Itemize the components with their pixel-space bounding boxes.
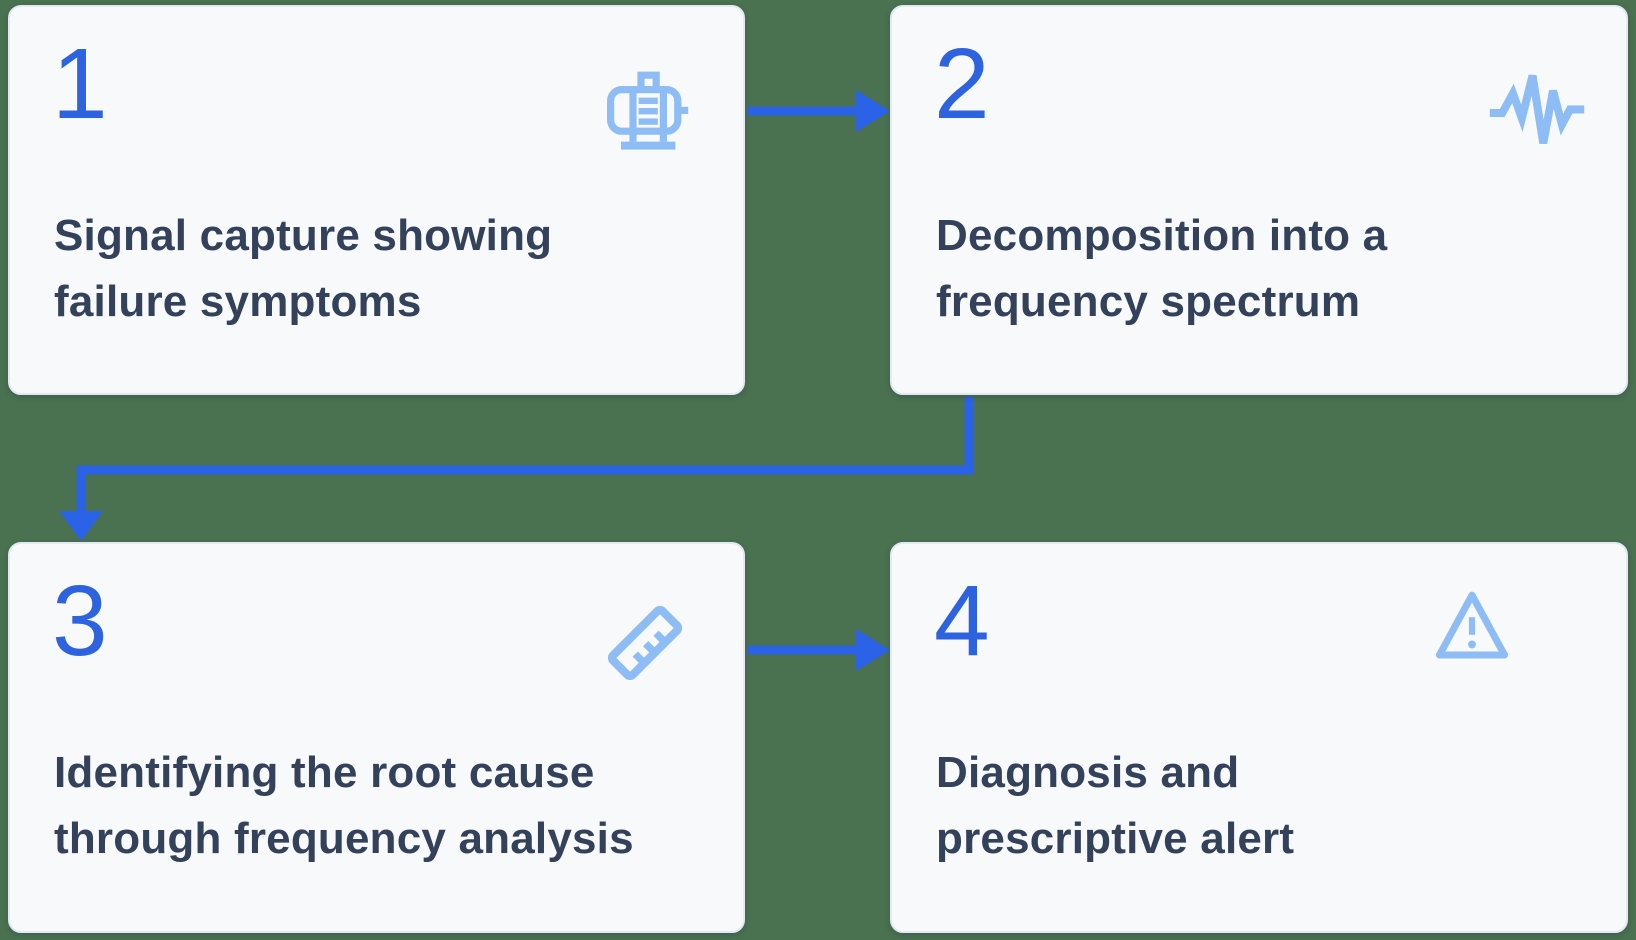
arrow-step1-to-step2 (748, 90, 890, 132)
waveform-icon (1488, 62, 1586, 156)
arrow-step2-to-step3 (59, 397, 974, 541)
step-label-line: Diagnosis and (936, 748, 1240, 797)
step-card-3: 3 Identifying the root cause through fre… (8, 542, 745, 933)
step-card-1: 1 Signal capture showing failure symptom… (8, 5, 745, 395)
step-number: 2 (934, 28, 990, 140)
step-label-line: through frequency analysis (54, 814, 634, 863)
step-label: Identifying the root cause through frequ… (54, 740, 713, 872)
step-label-line: Identifying the root cause (54, 748, 595, 797)
motor-icon (605, 62, 693, 154)
step-card-2: 2 Decomposition into a frequency spectru… (890, 5, 1628, 395)
warning-triangle-icon (1428, 582, 1516, 670)
step-number: 3 (52, 565, 108, 677)
arrow-step3-to-step4 (748, 629, 890, 671)
step-number: 1 (52, 28, 108, 140)
step-label-line: failure symptoms (54, 277, 422, 326)
step-label-line: Decomposition into a (936, 211, 1388, 260)
step-label-line: frequency spectrum (936, 277, 1361, 326)
step-number: 4 (934, 565, 990, 677)
step-label-line: prescriptive alert (936, 814, 1295, 863)
step-label: Signal capture showing failure symptoms (54, 203, 713, 335)
step-card-4: 4 Diagnosis and prescriptive alert (890, 542, 1628, 933)
step-label: Diagnosis and prescriptive alert (936, 740, 1596, 872)
step-label: Decomposition into a frequency spectrum (936, 203, 1596, 335)
step-label-line: Signal capture showing (54, 211, 553, 260)
ruler-icon (599, 596, 691, 690)
